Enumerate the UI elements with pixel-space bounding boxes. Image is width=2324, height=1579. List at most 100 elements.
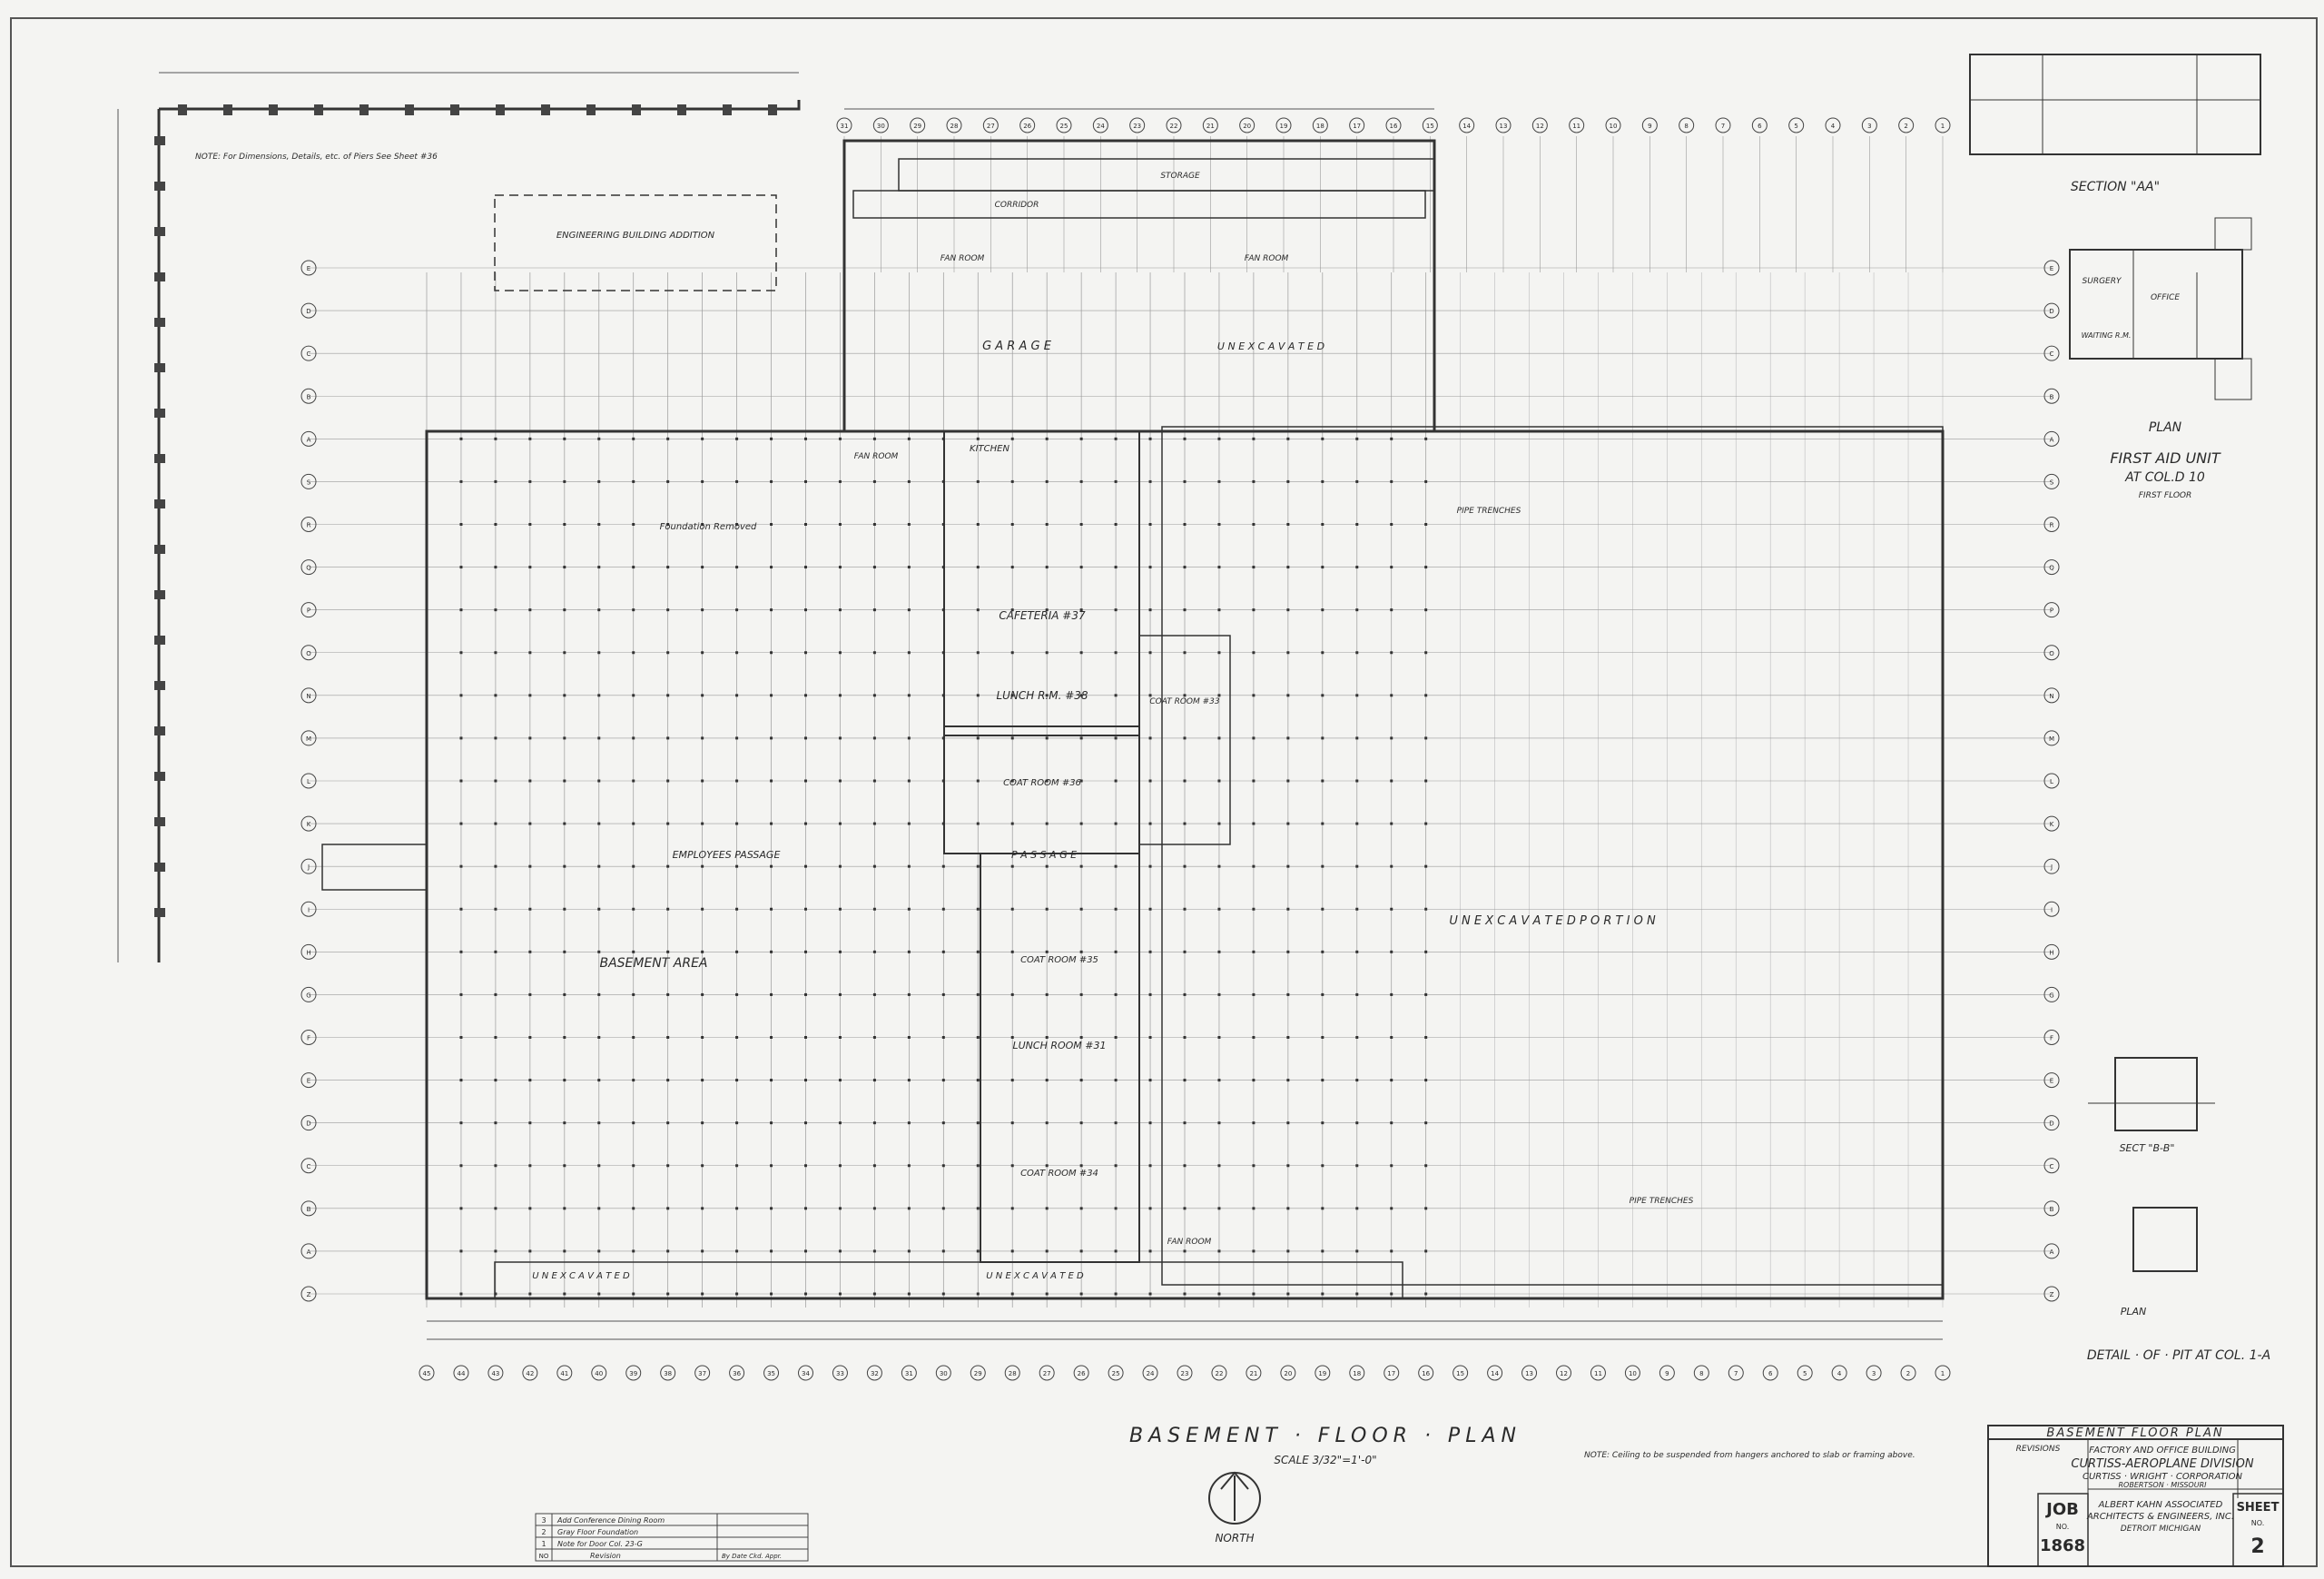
pier-dot (770, 651, 773, 655)
grid-letter-right: N (2049, 693, 2053, 700)
pier-dot (459, 566, 463, 569)
pier-dot (804, 523, 807, 526)
pier-dot (1321, 523, 1324, 526)
pier-dot (666, 822, 670, 825)
pier-dot (597, 779, 601, 783)
pier-dot (459, 1292, 463, 1296)
pier-dot (494, 1036, 497, 1039)
pier-dot (1217, 736, 1221, 740)
title-block-firm3: DETROIT MICHIGAN (2121, 1525, 2201, 1534)
pier-dot (1045, 694, 1049, 697)
pier-dot (1079, 608, 1083, 612)
pier-dot (1321, 694, 1324, 697)
pier-dot (1390, 907, 1393, 911)
grid-number-top: 19 (1280, 123, 1288, 130)
fan-room-c-label: FAN ROOM (854, 452, 899, 461)
pier-dot (770, 437, 773, 440)
grid-letter-right: K (2050, 821, 2054, 828)
pier-dot (1114, 1079, 1118, 1082)
pier-dot (1114, 566, 1118, 569)
pier-dot (1424, 608, 1428, 612)
pier-dot (1010, 1121, 1014, 1125)
pier-dot (1183, 1207, 1187, 1210)
pier-dot (1010, 907, 1014, 911)
pier-dot (528, 1207, 532, 1210)
pier-dot (770, 1121, 773, 1125)
pier-dot (597, 822, 601, 825)
grid-number-bottom: 32 (871, 1370, 879, 1377)
pier-dot (872, 694, 876, 697)
pier-dot (907, 992, 911, 996)
pier-dot (1355, 694, 1359, 697)
note-left: NOTE: For Dimensions, Details, etc. of P… (195, 153, 438, 162)
pier-dot (1114, 864, 1118, 868)
pier-dot (425, 694, 428, 697)
pier-dot (907, 1079, 911, 1082)
pier-dot (1252, 1121, 1256, 1125)
pier-dot (1286, 1036, 1290, 1039)
pier-dot (563, 694, 566, 697)
pier-dot (872, 1121, 876, 1125)
pier-dot (632, 608, 635, 612)
grid-bubble-right (2043, 773, 2060, 789)
grid-number-bottom: 31 (905, 1370, 913, 1377)
pier-dot (735, 736, 739, 740)
plan-labels: BASEMENT · FLOOR · PLAN SCALE 3/32"=1'-0… (195, 153, 1915, 1544)
pier-dot (528, 651, 532, 655)
pier-dot (1390, 950, 1393, 953)
grid-number-bottom: 21 (1249, 1370, 1257, 1377)
pier-dot (1252, 992, 1256, 996)
pier-dot (632, 437, 635, 440)
grid-bubble-top (1459, 117, 1475, 133)
pier-dot (563, 864, 566, 868)
pier-dot (1183, 1036, 1187, 1039)
pier-dot (941, 1207, 945, 1210)
pier-dot (597, 992, 601, 996)
pier-dot (1183, 779, 1187, 783)
grid-bubble-right (2043, 517, 2060, 532)
grid-bubble-top (1715, 117, 1731, 133)
pier-dot (666, 523, 670, 526)
grid-bubble-top (1641, 117, 1658, 133)
lunch-room-bottom-label: LUNCH ROOM #31 (1012, 1040, 1106, 1051)
fan-room-a-label: FAN ROOM (940, 254, 985, 263)
pier-dot (1321, 1121, 1324, 1125)
storage-strip (898, 158, 1435, 192)
grid-bubble-right (2043, 430, 2060, 447)
grid-bubble-right (2043, 645, 2060, 661)
grid-number-top: 3 (1867, 123, 1871, 130)
pier-dot (872, 1249, 876, 1253)
pier-dot (425, 950, 428, 953)
pier-dot (1045, 822, 1049, 825)
grid-letter-right: R (2050, 522, 2054, 529)
pier-dot (597, 907, 601, 911)
pier-dot (459, 1079, 463, 1082)
pier-dot (941, 1079, 945, 1082)
pier-dot (976, 992, 980, 996)
pier-dot (804, 1249, 807, 1253)
pier-dot (735, 479, 739, 483)
grid-bubble-right (2043, 302, 2060, 319)
pier-dot (425, 1079, 428, 1082)
pier-dot (1286, 1164, 1290, 1168)
sheet-label: SHEET (2237, 1501, 2280, 1515)
grid-letter-right: I (2051, 906, 2053, 913)
grid-bubble-top (1861, 117, 1877, 133)
grid-letter-left: H (306, 949, 310, 956)
pier-dot (872, 1079, 876, 1082)
pier-dot (528, 907, 532, 911)
pier-dot (563, 1121, 566, 1125)
unexcavated-top-label: U N E X C A V A T E D (1217, 340, 1324, 352)
pier-dot (1010, 950, 1014, 953)
pier-dot (1183, 736, 1187, 740)
pier-dot (1252, 651, 1256, 655)
pier-dot (1286, 694, 1290, 697)
pier-dot (1424, 1292, 1428, 1296)
grid-bubble-bottom (419, 1365, 435, 1381)
pier-dot (1010, 1249, 1014, 1253)
pier-dot (907, 523, 911, 526)
pier-dot (941, 437, 945, 440)
pier-dot (735, 907, 739, 911)
note-bottom: NOTE: Ceiling to be suspended from hange… (1584, 1451, 1915, 1460)
grid-number-bottom: 45 (423, 1370, 431, 1377)
